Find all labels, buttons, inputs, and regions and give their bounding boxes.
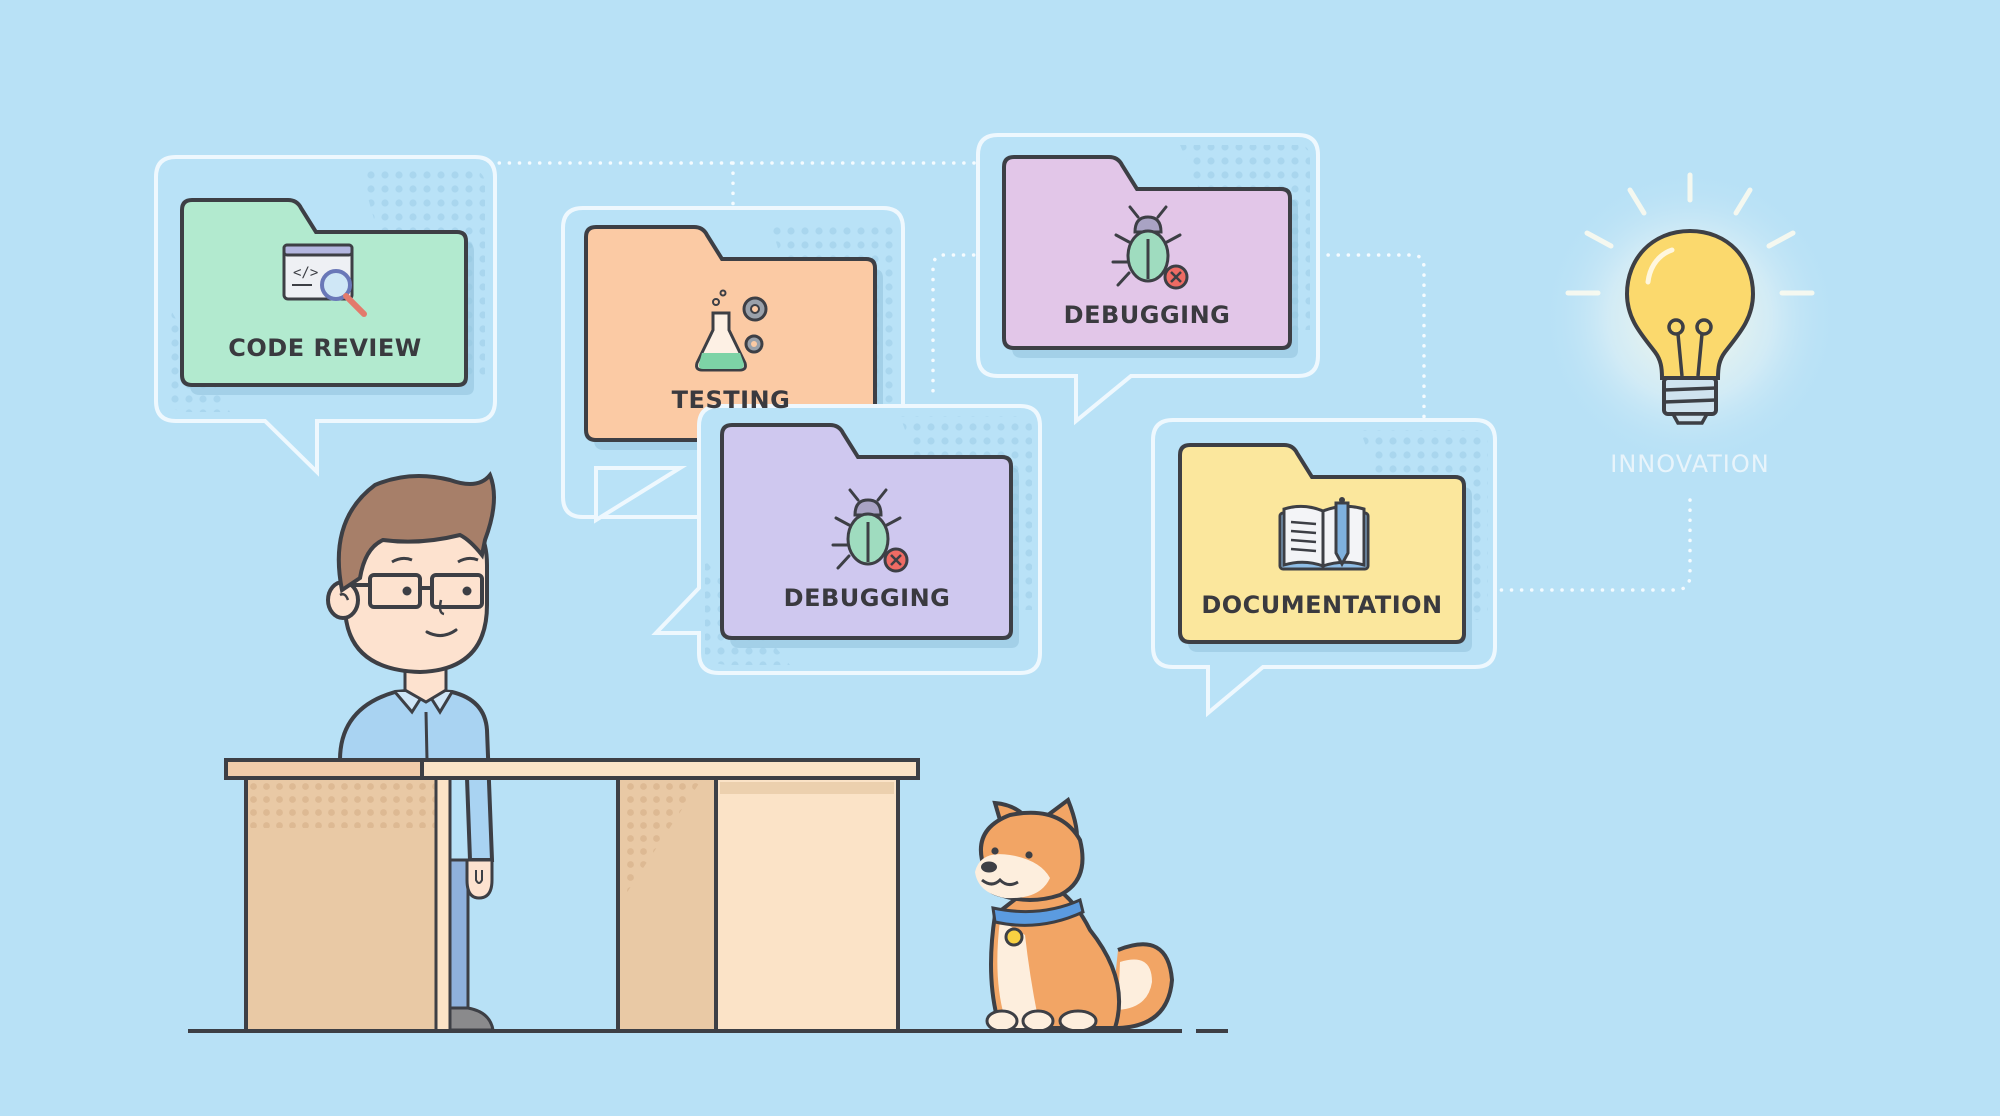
desk xyxy=(224,758,920,1033)
folder-label-code-review: CODE REVIEW xyxy=(228,334,422,362)
shiba-dog xyxy=(975,796,1175,1033)
bug-error-icon xyxy=(831,488,909,573)
developer-character xyxy=(326,471,496,1032)
folder-label-debugging-upper: DEBUGGING xyxy=(1063,301,1231,329)
lab-flask-gears-icon xyxy=(695,289,768,372)
bubble-debugging-upper xyxy=(976,133,1320,426)
bubble-documentation xyxy=(1151,418,1497,718)
innovation-label: INNOVATION xyxy=(1610,450,1770,478)
book-pen-icon xyxy=(1278,497,1370,571)
lightbulb-icon xyxy=(1540,168,1840,468)
bubble-code-review: </> xyxy=(154,155,497,477)
code-review-icon: </> xyxy=(282,243,367,317)
folder-label-documentation: DOCUMENTATION xyxy=(1201,591,1443,619)
bubble-debugging-lower xyxy=(651,404,1042,675)
folder-label-testing: TESTING xyxy=(671,386,791,414)
svg-text:</>: </> xyxy=(293,265,318,281)
folder-label-debugging-lower: DEBUGGING xyxy=(783,584,951,612)
bug-error-icon xyxy=(1111,205,1189,290)
connector-lines xyxy=(325,161,1692,592)
